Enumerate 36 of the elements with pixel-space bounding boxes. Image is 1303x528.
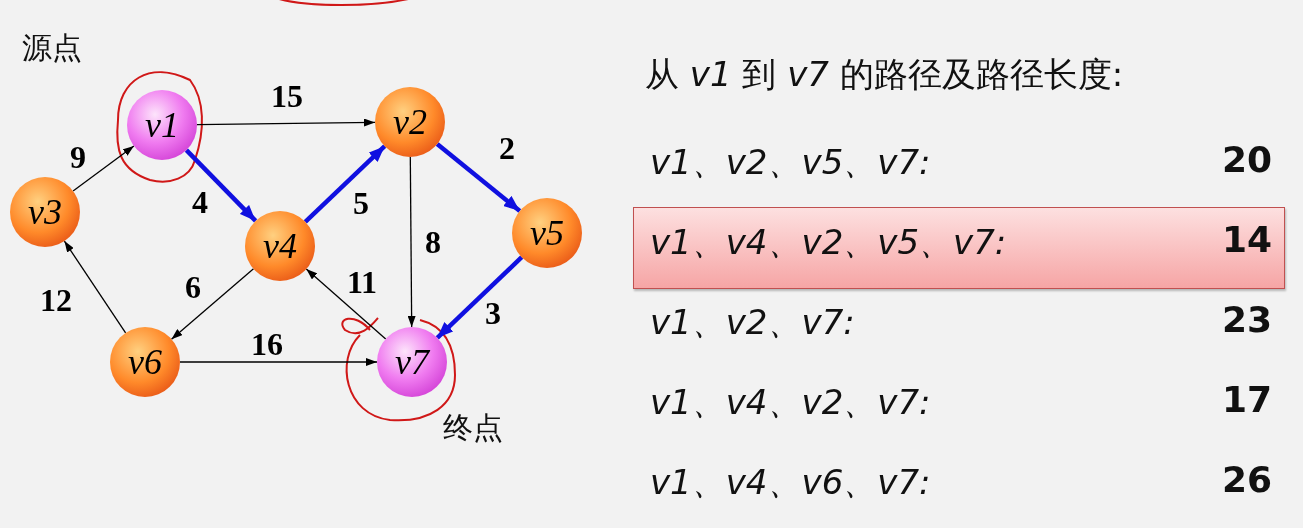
path-length: 20 xyxy=(1221,139,1272,180)
arrow xyxy=(184,148,258,223)
vertex-label: v7 xyxy=(395,344,429,380)
path-length: 14 xyxy=(1221,219,1272,260)
path-text: v1、v4、v2、v5、v7: xyxy=(650,221,1007,264)
arrow xyxy=(407,156,416,328)
vertex-label: v3 xyxy=(28,194,62,230)
path-length: 23 xyxy=(1221,299,1272,340)
arrow xyxy=(63,240,127,334)
vertex-label: v2 xyxy=(393,104,427,140)
vertex-circle xyxy=(127,90,197,160)
node-caption: 终点 xyxy=(443,409,503,447)
arrow xyxy=(179,358,378,366)
node-caption: 源点 xyxy=(22,29,82,67)
vertex-label: v6 xyxy=(128,344,162,380)
arrow xyxy=(170,268,255,340)
path-text: v1、v2、v5、v7: xyxy=(650,141,931,184)
arrow xyxy=(435,142,522,213)
path-length: 26 xyxy=(1221,459,1272,500)
arrow xyxy=(435,255,524,340)
vertex-label: v5 xyxy=(530,215,564,251)
vertex-circle xyxy=(375,87,445,157)
path-text: v1、v4、v2、v7: xyxy=(650,381,931,424)
heading: 从 v1 到 v7 的路径及路径长度: xyxy=(645,53,1124,96)
vertex-circle xyxy=(512,198,582,268)
arrow xyxy=(196,118,376,127)
arrow xyxy=(72,145,135,192)
path-text: v1、v2、v7: xyxy=(650,301,855,344)
vertex-circle xyxy=(377,327,447,397)
vertex-circle xyxy=(245,211,315,281)
path-length: 17 xyxy=(1221,379,1272,420)
arrow xyxy=(303,144,387,224)
vertex-label: v4 xyxy=(263,228,297,264)
vertex-label: v1 xyxy=(145,107,179,143)
arrow xyxy=(305,268,387,340)
path-text: v1、v4、v6、v7: xyxy=(650,461,931,504)
